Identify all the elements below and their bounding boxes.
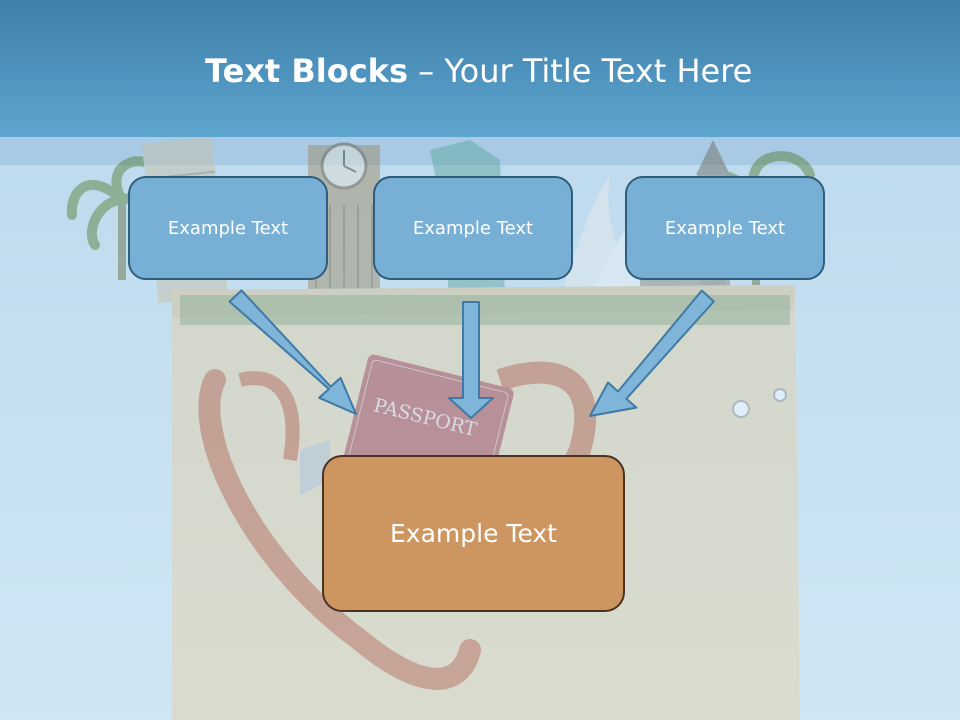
text-block-left[interactable]: Example Text [128, 176, 328, 280]
arrow-center [448, 301, 494, 419]
header-band [0, 137, 960, 165]
text-block-center[interactable]: Example Text [373, 176, 573, 280]
title-rest: Your Title Text Here [444, 52, 753, 90]
arrow-right [589, 289, 715, 417]
arrow-left [228, 289, 357, 415]
palm-left-icon [66, 156, 176, 280]
text-block-left-label: Example Text [167, 217, 289, 239]
text-block-main-label: Example Text [390, 519, 557, 548]
page-title: Text Blocks – Your Title Text Here [205, 52, 752, 90]
text-block-main[interactable]: Example Text [322, 455, 625, 612]
title-separator: – [418, 52, 435, 90]
text-block-center-label: Example Text [412, 217, 534, 239]
header-bar [0, 0, 960, 137]
title-bold: Text Blocks [205, 52, 408, 90]
text-block-right-label: Example Text [664, 217, 786, 239]
text-block-right[interactable]: Example Text [625, 176, 825, 280]
